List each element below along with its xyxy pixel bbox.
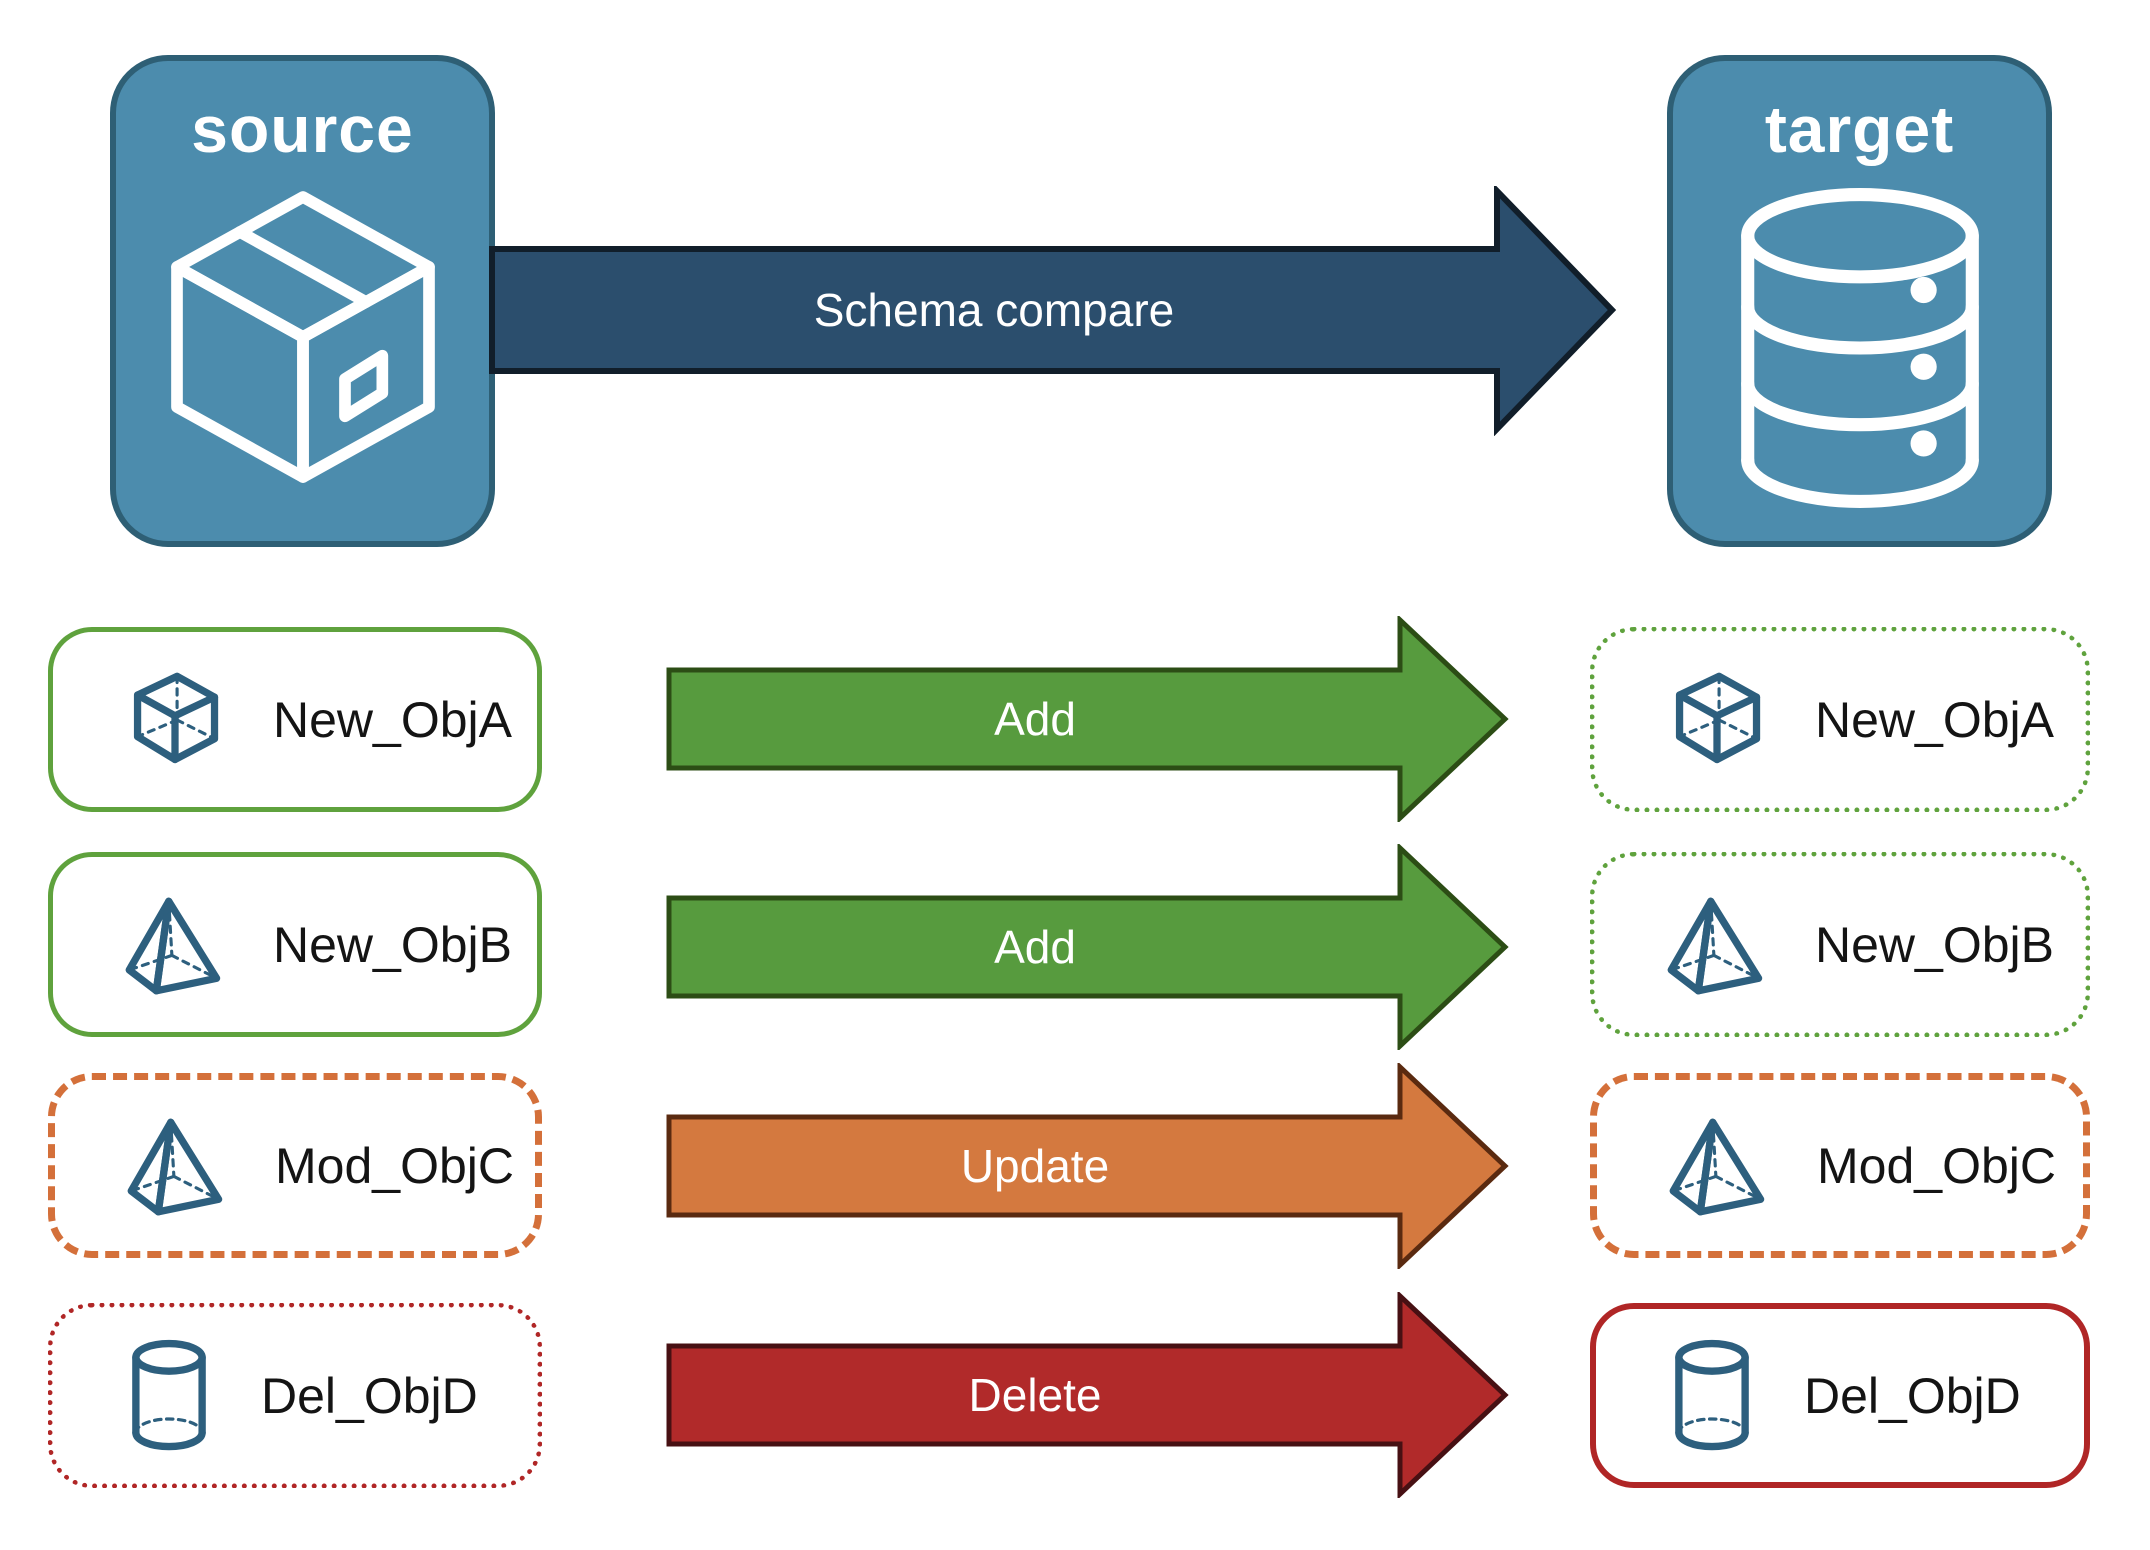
add-arrow-shape — [666, 844, 1509, 1050]
object-label: Mod_ObjC — [275, 1137, 514, 1194]
schema-compare-arrow: Schema compare — [489, 186, 1617, 436]
pyramid-icon — [125, 897, 221, 994]
object-label: New_ObjB — [1815, 916, 2054, 973]
pyramid-icon — [1667, 897, 1763, 994]
cylinder-icon — [1675, 1339, 1749, 1450]
add-arrow-label: Add — [994, 693, 1076, 745]
add-arrow-label: Add — [994, 921, 1076, 973]
update-arrow-label: Update — [961, 1140, 1109, 1192]
cube-icon — [1675, 672, 1761, 763]
target-object-box-mod-objc: Mod_ObjC — [1590, 1073, 2090, 1258]
cylinder-icon — [132, 1339, 206, 1450]
delete-arrow-label: Delete — [969, 1369, 1102, 1421]
source-object-box-del-objd: Del_ObjD — [48, 1303, 542, 1488]
database-icon — [1740, 187, 1979, 509]
pyramid-icon — [127, 1118, 223, 1215]
delete-arrow-row4: Delete — [666, 1292, 1509, 1498]
cube-icon — [133, 672, 219, 763]
object-label: Mod_ObjC — [1817, 1137, 2056, 1194]
source-title: source — [191, 92, 414, 166]
target-object-box-del-objd: Del_ObjD — [1590, 1303, 2090, 1488]
object-label: Del_ObjD — [1804, 1367, 2021, 1424]
target-node: target — [1667, 55, 2052, 547]
package-icon — [170, 191, 435, 483]
add-arrow-shape — [666, 616, 1509, 822]
schema-compare-arrow-shape — [489, 186, 1617, 436]
target-object-box-new-obja: New_ObjA — [1590, 627, 2090, 812]
add-arrow-row2: Add — [666, 844, 1509, 1050]
schema-compare-arrow-label: Schema compare — [814, 284, 1175, 336]
source-node: source — [110, 55, 495, 547]
object-label: New_ObjB — [273, 916, 512, 973]
target-object-box-new-objb: New_ObjB — [1590, 852, 2090, 1037]
source-object-box-new-obja: New_ObjA — [48, 627, 542, 812]
delete-arrow-shape — [666, 1292, 1509, 1498]
update-arrow-row3: Update — [666, 1063, 1509, 1269]
object-label: Del_ObjD — [261, 1367, 478, 1424]
add-arrow-row1: Add — [666, 616, 1509, 822]
object-label: New_ObjA — [1815, 691, 2054, 748]
source-object-box-new-objb: New_ObjB — [48, 852, 542, 1037]
target-title: target — [1764, 92, 1955, 166]
source-object-box-mod-objc: Mod_ObjC — [48, 1073, 542, 1258]
pyramid-icon — [1669, 1118, 1765, 1215]
update-arrow-shape — [666, 1063, 1509, 1269]
object-label: New_ObjA — [273, 691, 512, 748]
